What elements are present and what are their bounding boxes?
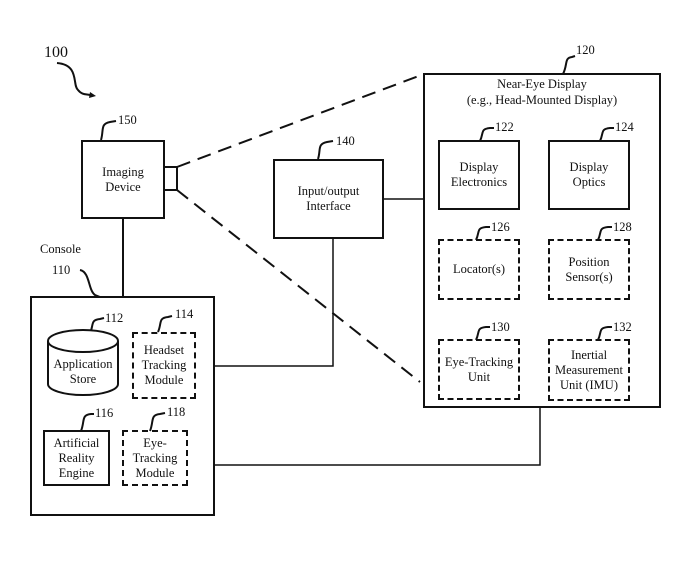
- near-eye-display-title-line1: Near-Eye Display: [497, 77, 587, 91]
- display-optics-ref: 124: [615, 120, 634, 134]
- leader-126: [475, 226, 490, 241]
- display-optics-label: Display Optics: [569, 160, 609, 189]
- ar-engine-ref: 116: [95, 406, 114, 420]
- application-store-ref: 112: [105, 311, 124, 325]
- io-console-link: [214, 238, 334, 367]
- display-electronics-box: Display Electronics: [438, 140, 520, 210]
- imaging-lens: [163, 166, 178, 191]
- eye-tracking-module-ref: 118: [167, 405, 186, 419]
- ned-console-link: [214, 407, 541, 466]
- fov-lower-line: [176, 189, 421, 383]
- application-store-label: Application Store: [53, 357, 113, 386]
- near-eye-display-box: [423, 73, 661, 408]
- imu-ref: 132: [613, 320, 632, 334]
- near-eye-display-title: Near-Eye Display (e.g., Head-Mounted Dis…: [423, 76, 661, 108]
- position-sensors-box: Position Sensor(s): [548, 239, 630, 300]
- locators-label: Locator(s): [452, 262, 506, 276]
- application-store-box: Application Store: [48, 352, 118, 392]
- display-electronics-label: Display Electronics: [450, 160, 508, 189]
- figure-ref: 100: [44, 44, 68, 61]
- leader-128: [597, 226, 612, 241]
- imaging-device-label: Imaging Device: [102, 164, 144, 194]
- leader-124: [599, 127, 614, 142]
- headset-tracking-label: Headset Tracking Module: [141, 343, 187, 387]
- eye-tracking-unit-ref: 130: [491, 320, 510, 334]
- eye-tracking-unit-box: Eye-Tracking Unit: [438, 339, 520, 400]
- application-store-top: [47, 329, 119, 353]
- io-interface-ref: 140: [336, 134, 355, 148]
- eye-tracking-unit-label: Eye-Tracking Unit: [444, 354, 514, 384]
- imaging-device-ref: 150: [118, 113, 137, 127]
- near-eye-display-ref: 120: [576, 43, 595, 57]
- leader-140: [317, 140, 334, 160]
- imu-box: Inertial Measurement Unit (IMU): [548, 339, 630, 401]
- position-sensors-label: Position Sensor(s): [565, 254, 613, 284]
- console-label: Console: [40, 242, 81, 256]
- leader-114: [157, 315, 173, 333]
- locators-box: Locator(s): [438, 239, 520, 300]
- position-sensors-ref: 128: [613, 220, 632, 234]
- figure-ref-leader: [56, 62, 91, 96]
- ar-engine-label: Artificial Reality Engine: [53, 435, 100, 480]
- imu-label: Inertial Measurement Unit (IMU): [554, 347, 624, 392]
- headset-tracking-box: Headset Tracking Module: [132, 332, 196, 399]
- application-store-cylinder: [47, 341, 119, 396]
- leader-150: [100, 120, 117, 141]
- imaging-device-box: Imaging Device: [81, 140, 165, 219]
- leader-110: [79, 269, 101, 298]
- ar-engine-box: Artificial Reality Engine: [43, 430, 110, 486]
- console-box: [30, 296, 215, 516]
- figure-ref-arrowhead: [89, 92, 96, 98]
- eye-tracking-module-box: Eye-Tracking Module: [122, 430, 188, 486]
- fov-upper-line: [176, 73, 425, 168]
- headset-tracking-ref: 114: [175, 307, 194, 321]
- leader-132: [597, 326, 612, 341]
- leader-122: [479, 127, 494, 142]
- leader-118: [149, 412, 166, 432]
- eye-tracking-module-label: Eye-Tracking Module: [132, 435, 178, 480]
- io-interface-box: Input/output Interface: [273, 159, 384, 239]
- io-interface-label: Input/output Interface: [297, 184, 360, 213]
- leader-116: [80, 413, 94, 432]
- console-ref: 110: [52, 263, 71, 277]
- locators-ref: 126: [491, 220, 510, 234]
- display-electronics-ref: 122: [495, 120, 514, 134]
- leader-130: [475, 326, 490, 341]
- near-eye-display-title-line2: (e.g., Head-Mounted Display): [466, 93, 618, 107]
- display-optics-box: Display Optics: [548, 140, 630, 210]
- leader-120: [562, 55, 576, 75]
